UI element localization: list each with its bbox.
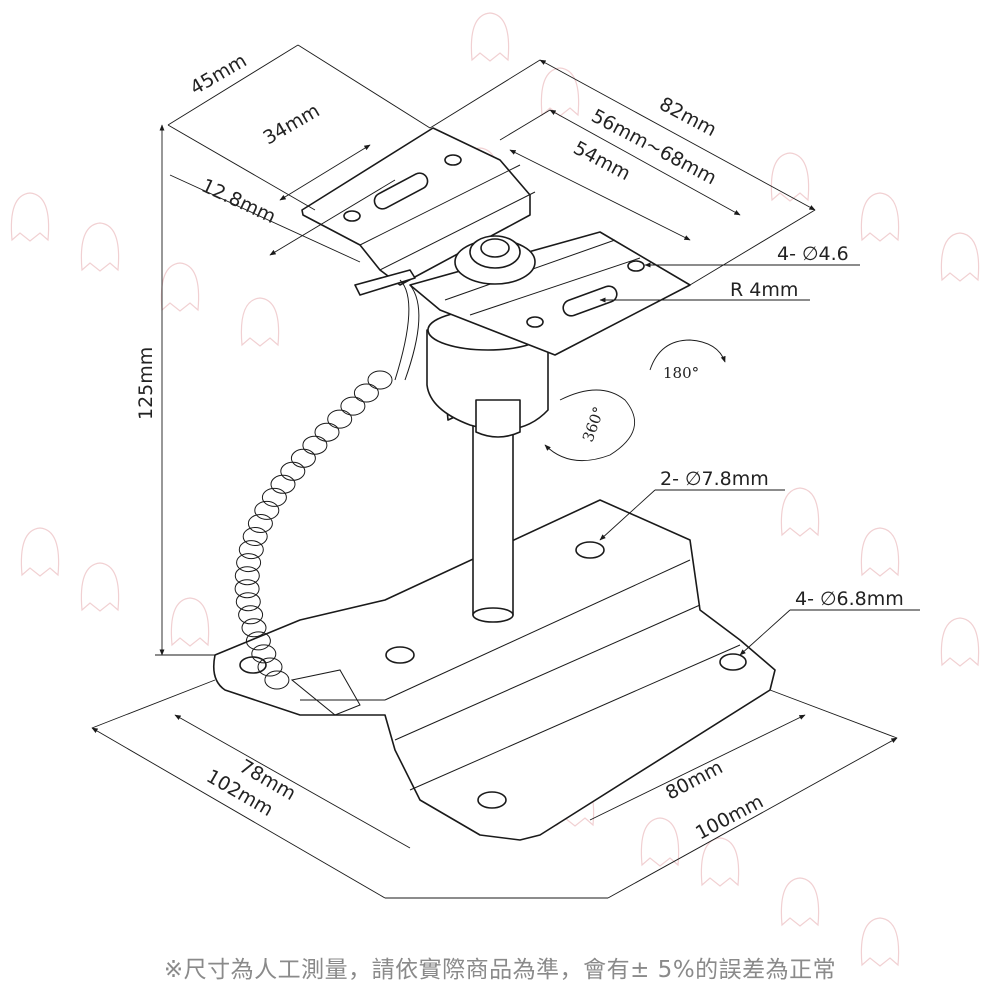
dim-height: 125mm (135, 347, 157, 420)
ghost-watermark (860, 917, 900, 967)
coil-loop (257, 657, 283, 677)
coil-loop (314, 422, 340, 442)
dim-base-length: 100mm (692, 791, 767, 845)
coil-loop (302, 435, 328, 455)
coil-loop (353, 383, 379, 403)
dim-base-holes-center: 2- ∅7.8mm (660, 468, 769, 490)
coil-loop (238, 605, 264, 625)
coil-loop (234, 579, 260, 599)
coil-loop (264, 670, 290, 690)
dim-base-holes-corner: 4- ∅6.8mm (795, 588, 904, 610)
rotation-tilt-label: 180° (663, 364, 699, 382)
coil-loop (247, 514, 273, 533)
ghost-watermark (80, 562, 120, 612)
ghost-watermark (940, 232, 980, 282)
coil-loop (241, 618, 267, 638)
coil-loop (261, 487, 287, 507)
ghost-watermark (780, 487, 820, 537)
dim-slot-radius: R 4mm (730, 279, 798, 301)
ghost-watermark (540, 67, 580, 117)
coil-loop (280, 461, 306, 481)
ghost-watermark (860, 192, 900, 242)
dim-top-width: 45mm (187, 50, 251, 100)
ghost-watermark (240, 297, 280, 347)
dim-top-length: 82mm (656, 93, 720, 141)
coil-loop (245, 631, 271, 651)
base-plate (212, 499, 776, 841)
coil-loop (254, 500, 280, 520)
ghost-watermark (160, 262, 200, 312)
ghost-watermark (80, 222, 120, 272)
coil-loop (251, 644, 277, 664)
ghost-watermark (10, 192, 50, 242)
dim-slot-spacing: 34mm (260, 100, 324, 150)
ghost-watermark (700, 837, 740, 887)
coil-loop (290, 448, 316, 468)
measurement-footnote: ※尺寸為人工測量，請依實際商品為準，會有± 5%的誤差為正常 (163, 957, 837, 983)
ghost-watermark (640, 817, 680, 867)
rotation-arrows (544, 339, 726, 462)
coil-loop (327, 409, 353, 429)
vertical-pole (472, 419, 514, 623)
dim-base-inner-length: 80mm (662, 756, 726, 804)
coil-loop (340, 396, 366, 416)
coil-loop (234, 566, 260, 586)
safety-cable (234, 269, 420, 716)
ghost-watermark (770, 152, 810, 202)
rotation-swivel-label: 360° (579, 404, 608, 444)
ghost-watermark (780, 877, 820, 927)
ghost-watermark (170, 597, 210, 647)
coil-loop (367, 370, 393, 390)
top-plate (301, 127, 691, 356)
dim-top-holes: 4- ∅4.6 (777, 243, 849, 265)
ghost-watermark (860, 527, 900, 577)
coil-loop (238, 540, 264, 560)
dim-plate-spacing: 54mm (570, 137, 634, 185)
dimension-lines (91, 44, 920, 899)
ghost-watermark (470, 12, 510, 62)
ghost-watermark (940, 617, 980, 667)
coil-loop (242, 527, 268, 546)
coil-loop (235, 592, 261, 612)
coil-loop (236, 553, 262, 573)
coil-loop (270, 474, 296, 494)
ghost-watermark (20, 527, 60, 577)
